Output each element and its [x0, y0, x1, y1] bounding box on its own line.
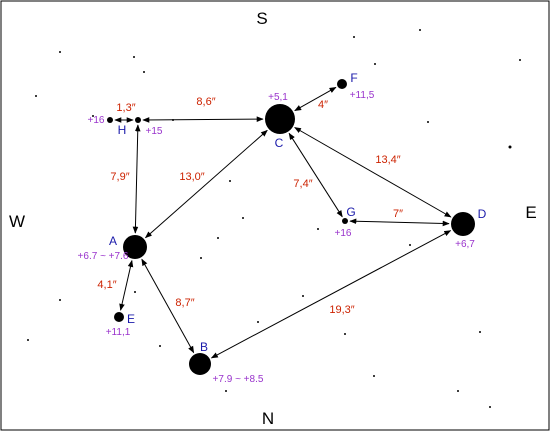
field-star [508, 145, 512, 149]
star-name-label: C [275, 136, 284, 150]
field-star [27, 339, 29, 341]
star-name-label: F [350, 71, 357, 85]
field-star [92, 115, 94, 117]
field-star [133, 56, 135, 58]
field-star [374, 63, 376, 65]
magnitude-label: +15 [146, 126, 163, 137]
field-star [409, 244, 411, 246]
field-star [519, 59, 521, 61]
field-star [419, 29, 421, 31]
field-star [200, 257, 202, 259]
link-b-d [210, 230, 452, 359]
field-star [159, 345, 161, 347]
direction-top-label: S [256, 9, 267, 28]
field-star [257, 321, 259, 323]
separation-label: 4″ [318, 99, 328, 111]
star-c [265, 104, 295, 134]
link-h-a [132, 124, 141, 234]
direction-left-label: W [9, 212, 25, 231]
separation-label: 8,7″ [175, 297, 194, 309]
magnitude-label: +5,1 [268, 92, 288, 103]
star-b [189, 353, 211, 375]
magnitude-label: +11,1 [106, 327, 131, 338]
field-star [229, 180, 231, 182]
field-star [489, 406, 491, 408]
star-h [135, 117, 141, 123]
separation-label: 19,3″ [329, 304, 354, 316]
field-star [457, 390, 459, 392]
field-star [479, 331, 481, 333]
link-c-d [294, 127, 452, 218]
field-star [373, 375, 375, 377]
link-a-b [141, 258, 195, 354]
star-h2 [107, 117, 113, 123]
magnitude-label: +7.9 ~ +8.5 [213, 374, 264, 385]
field-star [427, 121, 429, 123]
field-star [344, 333, 346, 335]
star-d [451, 212, 475, 236]
link-c-a [144, 129, 268, 239]
field-star [302, 295, 304, 297]
field-star [225, 390, 227, 392]
link-h-c [142, 116, 264, 123]
field-star [59, 299, 61, 301]
star-a [123, 235, 147, 259]
star-f [337, 79, 347, 89]
field-star [59, 51, 61, 53]
star-name-label: A [109, 234, 117, 248]
separation-label: 7″ [393, 208, 403, 220]
star-e [114, 312, 124, 322]
separation-label: 7,4″ [293, 178, 312, 190]
magnitude-label: +6.7 ~ +7.6 [78, 251, 129, 262]
magnitude-label: +6,7 [455, 239, 475, 250]
magnitude-label: +16 [88, 115, 105, 126]
star-name-label: B [200, 340, 208, 354]
direction-bottom-label: N [262, 409, 274, 428]
field-star [353, 36, 355, 38]
field-star [242, 217, 244, 219]
star-g [342, 218, 348, 224]
field-star [134, 291, 136, 293]
separation-label: 8,6″ [196, 96, 215, 108]
separation-label: 13,4″ [375, 154, 400, 166]
star-labels: 1,3″ 8,6″ 4″ 7,9″ 13,0″ 7,4″ 13,4″ 7″ 4,1″ 8,7″ 19… [78, 71, 487, 385]
link-g-d [349, 218, 450, 227]
separation-label: 13,0″ [179, 171, 204, 183]
separation-label: 1,3″ [116, 102, 135, 114]
separation-label: 7,9″ [110, 171, 129, 183]
component-stars [107, 79, 475, 375]
field-star [143, 71, 145, 73]
separation-label: 4,1″ [97, 279, 116, 291]
magnitude-label: +11,5 [350, 90, 375, 101]
link-a-e [119, 259, 134, 311]
field-star [317, 228, 319, 230]
star-name-label: D [478, 207, 487, 221]
magnitude-label: +16 [335, 228, 352, 239]
direction-right-label: E [525, 203, 536, 222]
star-name-label: H [118, 123, 127, 137]
separation-links [114, 86, 452, 359]
star-name-label: E [127, 312, 135, 326]
star-name-label: G [346, 205, 355, 219]
field-star [217, 237, 219, 239]
field-star [35, 95, 37, 97]
link-c-f [294, 86, 337, 112]
